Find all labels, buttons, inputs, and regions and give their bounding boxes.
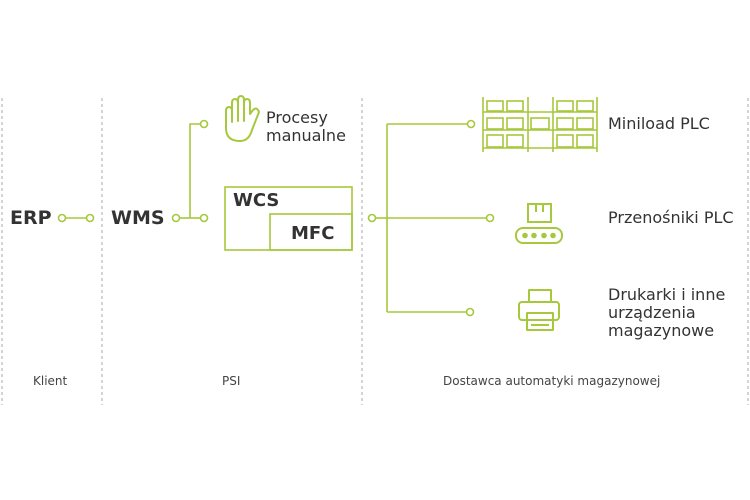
connector-dot bbox=[367, 213, 377, 223]
wcs-label: WCS bbox=[233, 190, 280, 211]
printers-label-line: urządzenia bbox=[608, 303, 696, 322]
connector-dot bbox=[485, 213, 495, 223]
manual-processes-label-line: manualne bbox=[266, 126, 346, 145]
printers-label: Drukarki i inne urządzenia magazynowe bbox=[608, 286, 725, 340]
manual-processes-label: Procesy manualne bbox=[266, 109, 346, 145]
mfc-box bbox=[269, 213, 353, 251]
erp-label: ERP bbox=[10, 207, 52, 229]
connector-dot bbox=[465, 307, 475, 317]
mfc-label: MFC bbox=[291, 223, 335, 244]
connector-dot bbox=[466, 119, 476, 129]
wms-manual-connector bbox=[189, 123, 201, 218]
wms-label: WMS bbox=[111, 207, 165, 229]
connector-dot bbox=[171, 213, 181, 223]
zone-psi-label: PSI bbox=[222, 374, 241, 388]
shelving-rack-icon bbox=[482, 97, 598, 152]
connector-dot bbox=[199, 213, 209, 223]
connector-dot bbox=[57, 213, 67, 223]
zone-client-label: Klient bbox=[33, 374, 68, 388]
hand-icon bbox=[225, 95, 260, 142]
printers-label-line: Drukarki i inne bbox=[608, 285, 726, 304]
connector-dot bbox=[199, 119, 209, 129]
conveyors-plc-label: Przenośniki PLC bbox=[608, 208, 734, 227]
miniload-plc-label: Miniload PLC bbox=[608, 114, 710, 133]
printers-label-line: magazynowe bbox=[608, 321, 715, 340]
connector-dot bbox=[85, 213, 95, 223]
zone-vendor-label: Dostawca automatyki magazynowej bbox=[443, 374, 661, 388]
conveyor-box-icon bbox=[515, 203, 563, 244]
printer-icon bbox=[518, 289, 560, 331]
manual-processes-label-line: Procesy bbox=[266, 108, 328, 127]
